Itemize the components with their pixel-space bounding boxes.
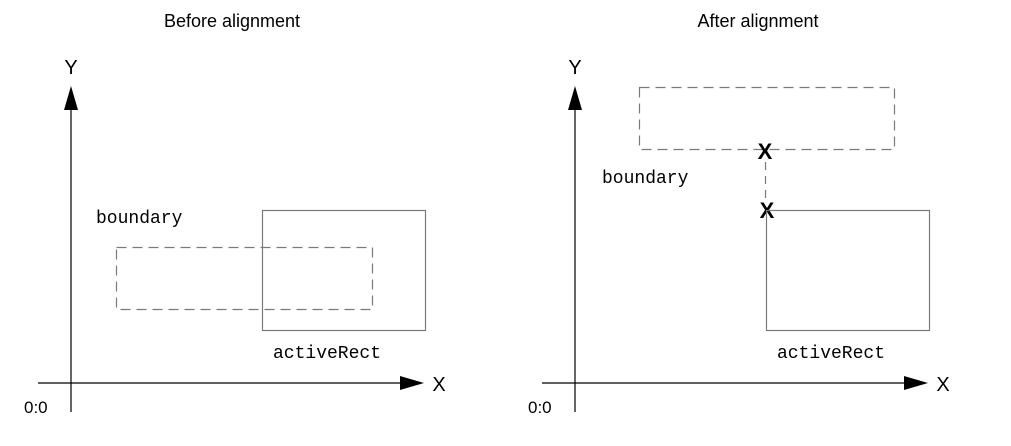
after-y-axis xyxy=(568,86,582,412)
after-active-rect xyxy=(765,209,931,332)
before-y-axis-arrowhead xyxy=(64,86,78,110)
before-active-rect-label: activeRect xyxy=(273,344,381,364)
before-x-axis-label: X xyxy=(432,374,445,396)
before-x-axis-arrowhead xyxy=(400,376,424,390)
before-y-axis-label: Y xyxy=(64,57,77,79)
before-boundary-rect xyxy=(115,246,374,311)
before-active-rect xyxy=(261,209,427,332)
before-origin-label: 0:0 xyxy=(24,398,48,417)
before-x-axis xyxy=(38,376,424,390)
after-active-rect-label: activeRect xyxy=(777,344,885,364)
before-panel: Before alignment Y X 0:0 activeRect boun… xyxy=(24,11,446,417)
alignment-marker-top: X xyxy=(758,139,773,164)
before-y-axis xyxy=(64,86,78,412)
after-x-axis-label: X xyxy=(936,374,949,396)
before-title: Before alignment xyxy=(164,11,300,31)
after-boundary-label: boundary xyxy=(602,169,689,189)
before-boundary-label: boundary xyxy=(96,209,183,229)
after-y-axis-arrowhead xyxy=(568,86,582,110)
after-y-axis-label: Y xyxy=(568,57,581,79)
after-origin-label: 0:0 xyxy=(528,398,552,417)
after-x-axis xyxy=(542,376,928,390)
after-panel: After alignment Y X 0:0 boundary X X act… xyxy=(528,11,950,417)
after-title: After alignment xyxy=(697,11,818,31)
after-x-axis-arrowhead xyxy=(904,376,928,390)
